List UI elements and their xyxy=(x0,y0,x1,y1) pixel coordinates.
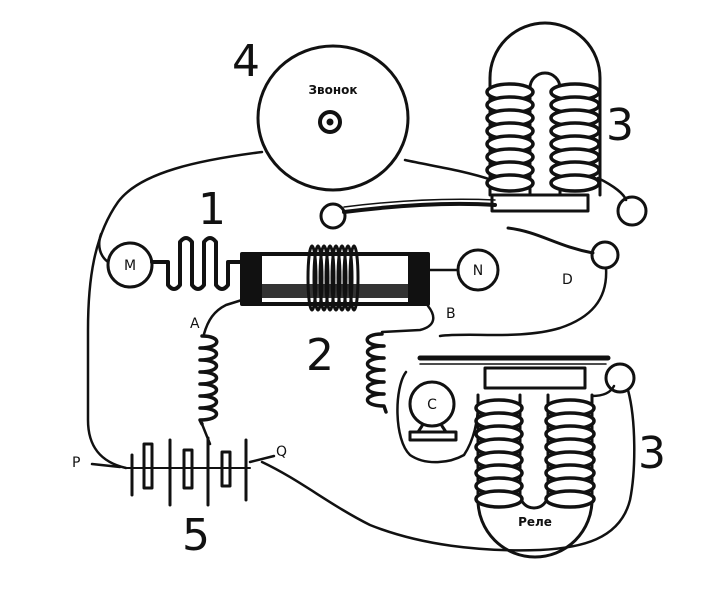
wire-right-loop xyxy=(260,388,636,552)
lower-contact-spring xyxy=(506,226,595,255)
label-d: D xyxy=(562,272,573,288)
top-magnet-left-coil xyxy=(485,82,535,193)
motor-label: M xyxy=(124,258,136,274)
coil-winding xyxy=(318,244,330,312)
wire-bell-to-battery xyxy=(86,150,264,470)
relay-armature xyxy=(483,366,587,390)
terminal-relay xyxy=(604,362,636,394)
coherer xyxy=(240,244,430,312)
coil-winding xyxy=(485,173,535,193)
c-base xyxy=(408,430,458,442)
c-circle xyxy=(408,380,456,428)
bell-knob xyxy=(318,110,342,134)
label-p: P xyxy=(72,455,80,471)
terminal-top-left xyxy=(319,202,347,230)
battery xyxy=(125,436,251,507)
wires xyxy=(86,150,636,552)
coil-winding xyxy=(324,244,336,312)
terminal-n-circle xyxy=(456,248,500,292)
coherer-left-plug xyxy=(242,254,262,304)
bell-knob-center xyxy=(326,118,334,126)
coil-winding xyxy=(474,489,524,509)
label-a: A xyxy=(190,316,200,332)
c-device: C xyxy=(408,380,458,442)
coil-winding xyxy=(544,489,596,509)
wire-d-down xyxy=(438,266,608,338)
top-magnet-number: 3 xyxy=(606,100,634,151)
wire-battery-to-q xyxy=(248,454,276,464)
wire-motor-to-loop xyxy=(98,232,110,264)
label-q: Q xyxy=(276,444,287,460)
relay-right-coil xyxy=(544,398,596,509)
top-contact-spring xyxy=(342,201,497,214)
relay-left-coil xyxy=(474,398,524,509)
bottom-magnet-number: 3 xyxy=(638,428,666,479)
coil-a-winding xyxy=(198,334,219,426)
relay-text: Реле xyxy=(518,515,552,529)
battery-plate-short xyxy=(182,448,194,490)
wire-coherer-to-coil-a xyxy=(202,298,244,336)
coherer-coil xyxy=(306,244,360,312)
coherer-number: 2 xyxy=(306,330,334,381)
bell: Звонок xyxy=(256,44,410,192)
top-magnet-core-outer xyxy=(488,21,602,197)
label-c: C xyxy=(427,397,437,413)
coil-winding xyxy=(336,244,348,312)
top-magnet-armature xyxy=(490,193,590,213)
coil-one-number: 1 xyxy=(198,184,226,235)
coherer-right-plug xyxy=(408,254,428,304)
top-contact-spring-edge xyxy=(343,198,496,208)
battery-plate-short xyxy=(220,450,232,488)
wire-relay-to-terminal xyxy=(590,384,616,398)
coil-winding xyxy=(330,244,342,312)
bottom-electromagnet: Реле xyxy=(417,355,611,559)
top-magnet-right-coil xyxy=(549,82,601,193)
coil-winding xyxy=(549,173,601,193)
coil-winding xyxy=(342,244,354,312)
terminal-top-right xyxy=(616,195,648,227)
coil-two-winding xyxy=(365,332,388,414)
label-b: B xyxy=(446,306,456,322)
wire-p-lead xyxy=(90,462,122,469)
wire-coil-two-to-c xyxy=(396,370,480,464)
wire-bell-to-top-magnet xyxy=(403,158,494,182)
coil-one-winding xyxy=(150,236,244,291)
bell-body xyxy=(256,44,410,192)
bell-text: Звонок xyxy=(308,83,357,97)
wire-b-to-coil-two xyxy=(380,304,435,334)
top-electromagnet xyxy=(485,21,602,213)
relay-core-outer xyxy=(476,393,594,559)
terminal-d-post xyxy=(590,240,620,270)
wire-top-magnet-to-terminal xyxy=(596,176,628,202)
battery-plate-short xyxy=(142,442,154,490)
coil-winding xyxy=(312,244,324,312)
coil-winding xyxy=(306,244,318,312)
bell-number: 4 xyxy=(232,36,260,87)
label-n: N xyxy=(473,263,483,279)
relay-core-inner xyxy=(518,393,550,510)
coil-winding xyxy=(348,244,360,312)
motor-circle xyxy=(106,241,154,289)
battery-number: 5 xyxy=(182,510,210,561)
